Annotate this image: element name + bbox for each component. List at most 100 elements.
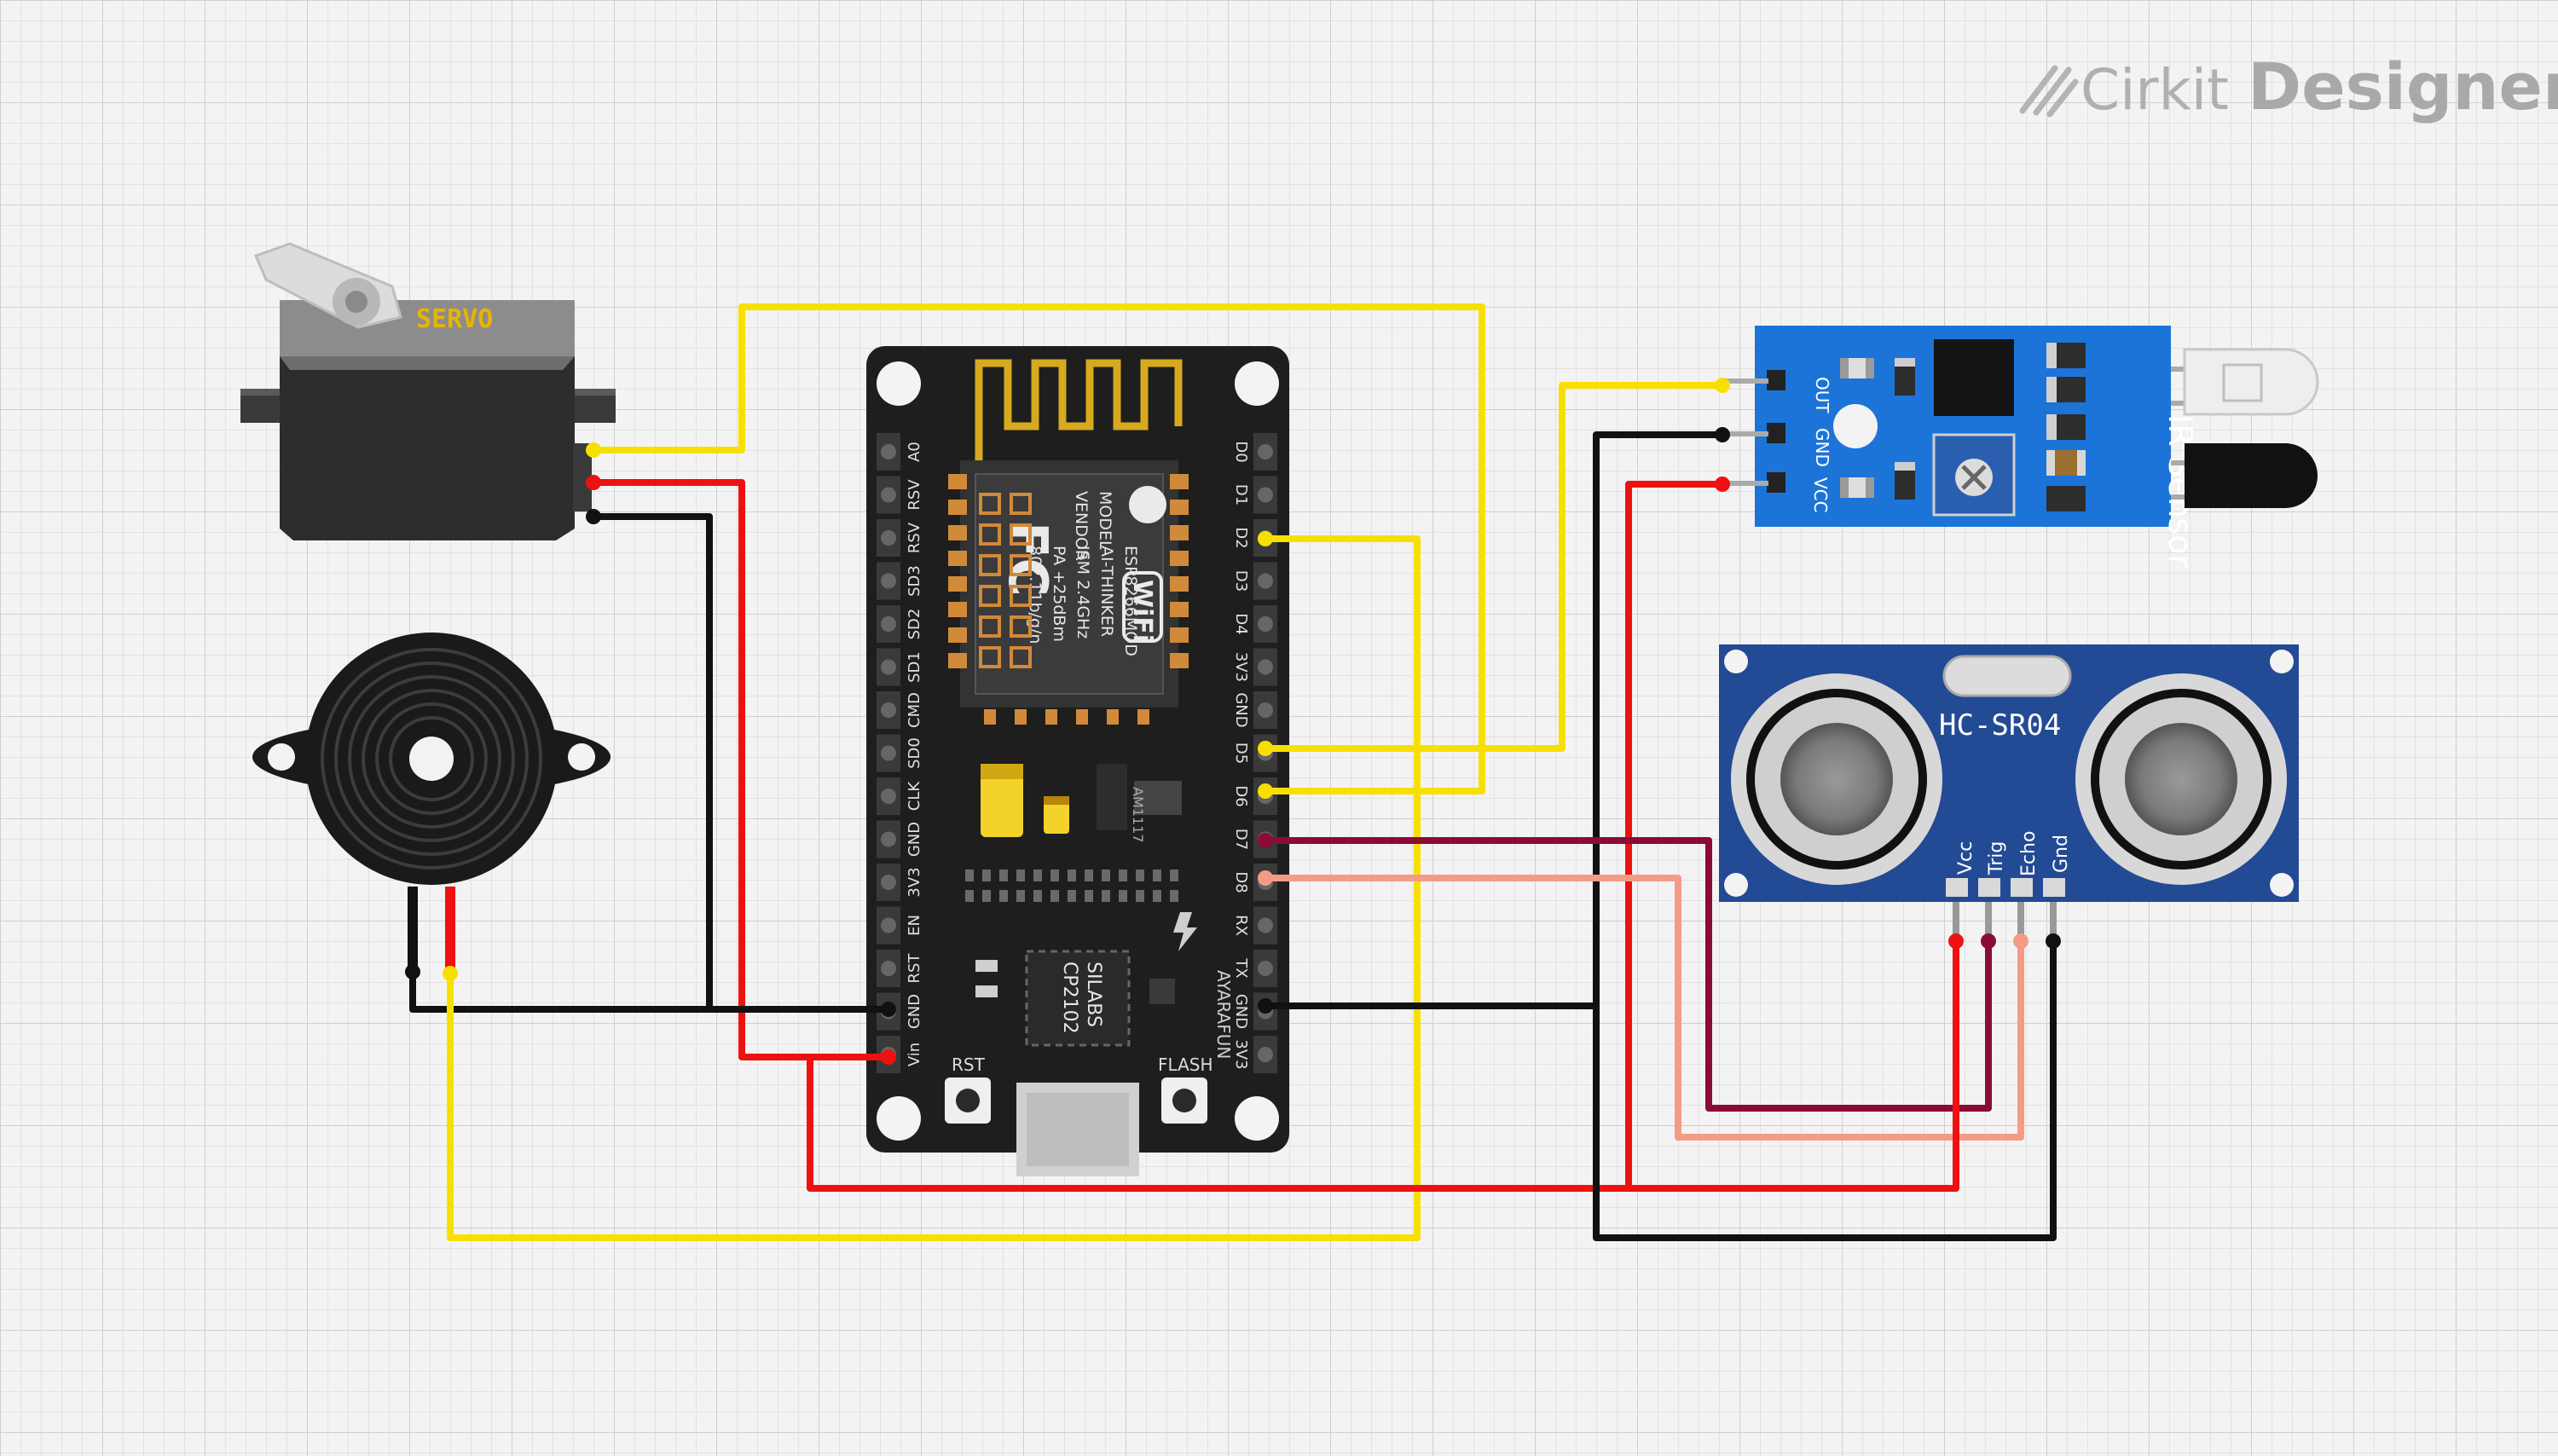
- right-pin-label: D0: [1232, 441, 1250, 462]
- smd-part: [1050, 870, 1059, 881]
- left-header-pin-hole: [881, 530, 896, 546]
- wire-ir-vcc-vin[interactable]: [807, 481, 1726, 1192]
- smd-part: [1016, 870, 1025, 881]
- servo-motor[interactable]: SERVO: [240, 242, 616, 540]
- left-header-pin-hole: [881, 444, 896, 459]
- left-pin-label: CLK: [906, 781, 923, 812]
- ir-emitter-led-inner: [2222, 363, 2263, 402]
- brand-name-designer: Designer: [2248, 49, 2558, 124]
- ultrasonic-sensor-hcsr04[interactable]: HC-SR04 Vcc Trig Echo Gnd: [1719, 644, 2299, 941]
- ir-pin-gnd-label: GND: [1812, 428, 1832, 467]
- hcsr04-pin-pads: [1946, 878, 2065, 897]
- small-capacitor-band: [1044, 796, 1069, 805]
- usb-chip-line: CP2102: [1059, 962, 1080, 1034]
- left-header-pin-hole: [881, 487, 896, 503]
- esp-pad-right: [1170, 602, 1189, 617]
- piezo-buzzer[interactable]: [252, 633, 611, 972]
- ir-sensor-module[interactable]: OUT GND VCC IR Sensor: [1722, 326, 2319, 568]
- servo-label: SERVO: [416, 304, 493, 334]
- mount-hole-tr: [1235, 361, 1279, 406]
- left-pin-label: 3V3: [906, 867, 923, 897]
- esp-pad-left: [948, 525, 967, 540]
- rst-button-cap: [956, 1089, 980, 1112]
- rst-button-label: RST: [952, 1054, 986, 1075]
- esp-inner-pad: [979, 615, 1001, 638]
- smd-part: [982, 890, 991, 902]
- cirkit-logo-icon: [2019, 65, 2079, 118]
- esp-pad-left: [948, 500, 967, 515]
- hcsr04-hole-tr: [2270, 650, 2294, 673]
- esp-pad-right: [1170, 576, 1189, 592]
- smd-part: [965, 890, 974, 902]
- smd-part: [1085, 890, 1093, 902]
- hcsr04-pin-gnd-label: Gnd: [2051, 835, 2072, 873]
- hcsr04-transmitter: [1731, 673, 1942, 885]
- smd-part: [1170, 890, 1178, 902]
- voltage-regulator: [1097, 764, 1127, 830]
- smd-part: [975, 960, 998, 972]
- wire-hcsr04-vcc-vin[interactable]: [1625, 938, 1959, 1192]
- micro-usb-port-inner: [1027, 1093, 1129, 1166]
- smd-part: [1085, 870, 1093, 881]
- wire-buzzer-gnd-gnd[interactable]: [409, 968, 892, 1013]
- esp-inner-pad: [979, 646, 1001, 668]
- right-header-pin-hole: [1258, 616, 1273, 632]
- esp-module-pads: [948, 474, 1189, 725]
- left-pin-label: RSV: [906, 522, 923, 553]
- wire-ir-out-d5[interactable]: [1262, 382, 1726, 752]
- ir-pin-out-label: OUT: [1812, 377, 1832, 413]
- hcsr04-receiver: [2075, 673, 2287, 885]
- wire-hcsr04-gnd-gnd[interactable]: [1593, 938, 2057, 1241]
- esp-inner-pad: [1010, 554, 1032, 576]
- right-pin-label: GND: [1232, 994, 1250, 1029]
- esp-pad-left: [948, 576, 967, 592]
- smd-part: [965, 870, 974, 881]
- hcsr04-pin-vcc-label: Vcc: [1955, 841, 1976, 875]
- ir-receiver-led: [2185, 443, 2318, 508]
- right-pin-label: D1: [1232, 484, 1250, 506]
- esp-pad-right: [1170, 627, 1189, 643]
- right-header-pin-hole: [1258, 961, 1273, 976]
- esp-pad-right: [1170, 525, 1189, 540]
- ir-sensor-header: [1722, 370, 1785, 493]
- esp-pad-left: [948, 551, 967, 566]
- nodemcu-board[interactable]: FC WiFi MODELVENDORESP8266MODAI-THINKERI…: [866, 346, 1289, 1176]
- right-pin-label: D7: [1232, 829, 1250, 850]
- voltage-regulator-tab: [1134, 781, 1182, 815]
- smd-part: [1170, 870, 1178, 881]
- pin-labels: A0RSVRSVSD3SD2SD1CMDSD0CLKGND3V3ENRSTGND…: [906, 441, 1250, 1069]
- left-header-pin-hole: [881, 961, 896, 976]
- small-capacitor: [1044, 796, 1069, 834]
- right-pin-label: 3V3: [1232, 652, 1250, 682]
- wire-hcsr04-echo-d8[interactable]: [1262, 875, 2024, 1141]
- left-pin-label: SD3: [906, 565, 923, 597]
- right-header-pin-hole: [1258, 917, 1273, 933]
- smd-part: [1153, 890, 1161, 902]
- regulator-label: AM1117: [1130, 787, 1146, 842]
- right-pin-label: D5: [1232, 742, 1250, 764]
- wire-hcsr04-trig-d7[interactable]: [1262, 837, 1992, 1112]
- right-pin-label: D4: [1232, 613, 1250, 634]
- flash-button-label: FLASH: [1158, 1054, 1213, 1075]
- left-pin-label: SD0: [906, 737, 923, 769]
- fcc-label: FC: [997, 522, 1059, 597]
- wire-ir-gnd-gnd[interactable]: [1262, 431, 1726, 1009]
- left-header-pin-hole: [881, 875, 896, 890]
- esp-inner-pad: [1010, 615, 1032, 638]
- mount-hole-br: [1235, 1096, 1279, 1141]
- wire-buzzer-signal-d2[interactable]: [447, 535, 1421, 1241]
- buzzer-rings: [321, 648, 542, 870]
- left-header-pin-hole: [881, 745, 896, 761]
- buzzer-center: [409, 737, 454, 781]
- right-pin-label: D2: [1232, 527, 1250, 548]
- buzzer-lead-black: [408, 887, 418, 972]
- esp-inner-pad: [979, 554, 1001, 576]
- esp-inner-pad: [1010, 523, 1032, 546]
- smd-part: [1102, 890, 1110, 902]
- right-pin-label: 3V3: [1232, 1039, 1250, 1069]
- wire-servo-signal-d6[interactable]: [590, 303, 1485, 794]
- smd-part: [982, 870, 991, 881]
- yellow-capacitor-band: [981, 764, 1023, 779]
- wire-endpoints: [405, 378, 2061, 1065]
